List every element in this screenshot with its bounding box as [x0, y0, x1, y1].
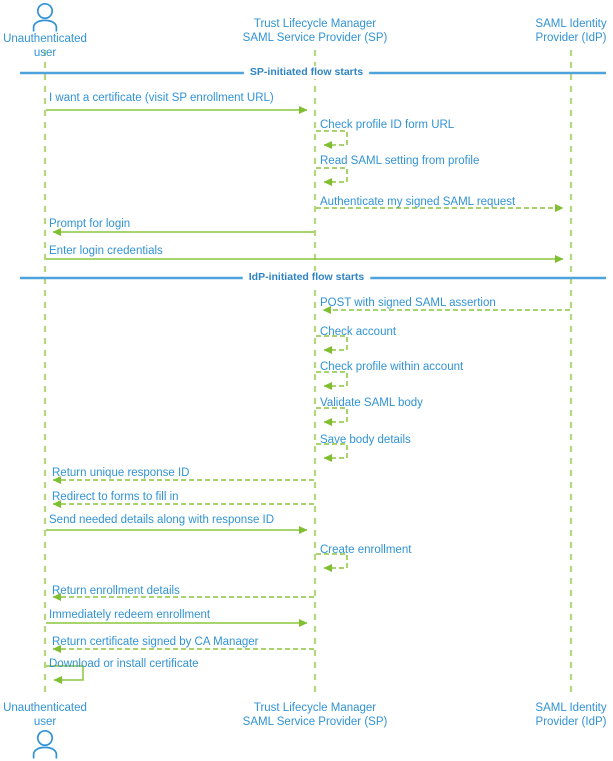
self-message-path-11 [316, 443, 348, 462]
message-label-19: Download or install certificate [49, 658, 199, 670]
message-label-5: Prompt for login [49, 218, 131, 230]
actor-body [32, 19, 58, 32]
separator-label-sp-flow: SP-initiated flow starts [243, 66, 370, 79]
message-label-12: Return unique response ID [52, 467, 190, 479]
self-message-15 [316, 553, 348, 572]
message-label-3: Read SAML setting from profile [320, 155, 480, 167]
participant-header-user-line1: Unauthenticated [3, 33, 87, 45]
self-message-path-19 [46, 665, 84, 684]
participant-footer-user-line1: Unauthenticated [3, 702, 87, 714]
actor-body [32, 746, 58, 759]
message-label-13: Redirect to forms to fill in [52, 491, 179, 503]
participant-header-sp-line1: Trust Lifecycle Manager [253, 18, 377, 30]
participant-header-idp-line2: Provider (IdP) [535, 31, 607, 44]
self-message-11 [316, 443, 348, 462]
actor-head [36, 2, 54, 20]
message-label-4: Authenticate my signed SAML request [320, 196, 516, 208]
participant-header-sp-line2: SAML Service Provider (SP) [242, 31, 388, 44]
actor-person-icon [32, 2, 58, 32]
actor-head [36, 729, 54, 747]
message-label-7: POST with signed SAML assertion [320, 297, 496, 309]
message-label-1: I want a certificate (visit SP enrollmen… [49, 92, 274, 104]
arrows-group [46, 106, 570, 684]
participant-footer-sp-line2: SAML Service Provider (SP) [242, 715, 388, 728]
participant-header-idp-line1: SAML Identity [535, 18, 607, 30]
self-message-path-3 [316, 167, 348, 186]
self-message-path-2 [316, 130, 348, 149]
participant-header-user-line2: user [33, 46, 57, 59]
self-message-path-9 [316, 371, 348, 390]
self-message-path-15 [316, 553, 348, 572]
self-message-10 [316, 407, 348, 426]
message-label-2: Check profile ID form URL [320, 119, 455, 131]
self-message-8 [316, 335, 348, 354]
participant-footer-idp-line2: Provider (IdP) [535, 715, 607, 728]
separator-label-idp-flow: IdP-initiated flow starts [242, 271, 371, 284]
message-label-9: Check profile within account [320, 361, 464, 373]
message-label-18: Return certificate signed by CA Manager [52, 636, 259, 648]
message-label-16: Return enrollment details [52, 585, 180, 597]
self-message-3 [316, 167, 348, 186]
message-label-10: Validate SAML body [320, 397, 423, 409]
participant-footer-idp-line1: SAML Identity [535, 702, 607, 714]
participant-footer-user-line2: user [33, 715, 57, 728]
message-label-14: Send needed details along with response … [49, 514, 275, 526]
actor-person-icon-footer [32, 729, 58, 759]
self-message-9 [316, 371, 348, 390]
message-label-17: Immediately redeem enrollment [49, 609, 211, 621]
message-label-15: Create enrollment [320, 544, 412, 556]
separators-group [20, 71, 606, 280]
self-message-path-10 [316, 407, 348, 426]
participant-footer-sp-line1: Trust Lifecycle Manager [253, 702, 377, 714]
lifelines-group [43, 50, 573, 697]
self-message-19 [46, 665, 84, 684]
self-message-2 [316, 130, 348, 149]
self-message-path-8 [316, 335, 348, 354]
message-label-8: Check account [320, 326, 397, 338]
message-label-11: Save body details [320, 434, 411, 446]
message-label-6: Enter login credentials [49, 245, 163, 257]
